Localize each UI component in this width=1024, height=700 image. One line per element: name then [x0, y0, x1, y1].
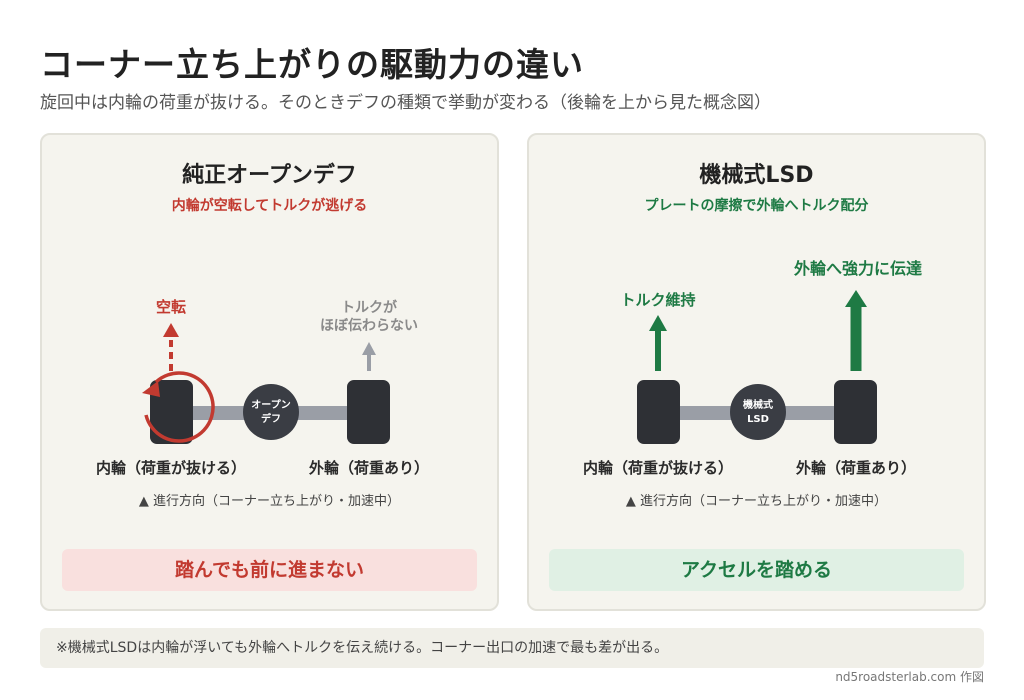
open-diff-title: 純正オープンデフ — [182, 163, 357, 188]
lsd-outer-wheel — [834, 380, 877, 444]
open-inner-wheel-label: 内輪（荷重が抜ける） — [95, 459, 246, 477]
weak-torque-arrow-icon — [362, 342, 376, 355]
spin-label: 空転 — [155, 298, 186, 316]
open-outer-wheel — [347, 380, 390, 444]
outer-torque-label: 外輪へ強力に伝達 — [793, 259, 922, 278]
weak-torque-label-2: ほぼ伝わらない — [320, 318, 418, 334]
open-diff-label-2: デフ — [261, 412, 281, 425]
weak-torque-label-1: トルクが — [341, 300, 397, 316]
lsd-subtitle: プレートの摩擦で外輪へトルク配分 — [644, 198, 869, 214]
lsd-diagram: 機械式 LSD — [637, 290, 877, 444]
open-diff-subtitle: 内輪が空転してトルクが逃げる — [171, 198, 368, 214]
inner-torque-label: トルク維持 — [620, 291, 696, 309]
lsd-label-2: LSD — [747, 414, 769, 425]
footnote: ※機械式LSDは内輪が浮いても外輪へトルクを伝え続ける。コーナー出口の加速で最も… — [40, 628, 984, 668]
outer-torque-arrow-icon — [845, 290, 867, 307]
lsd-label-1: 機械式 — [743, 398, 773, 411]
spin-arrowhead-icon — [142, 381, 160, 397]
lsd-direction-label: ▲ 進行方向（コーナー立ち上がり・加速中） — [625, 494, 888, 509]
lsd-unit — [730, 384, 786, 440]
inner-torque-arrow-icon — [649, 315, 667, 331]
open-diff-diagram: オープン デフ — [142, 323, 390, 444]
open-diff-label-1: オープン — [251, 398, 290, 411]
lsd-banner: アクセルを踏める — [549, 549, 964, 591]
open-inner-wheel — [150, 380, 193, 444]
spin-arc-icon — [144, 371, 215, 443]
lsd-panel: 機械式LSD プレートの摩擦で外輪へトルク配分 機械式 LSD トルク維持 外輪… — [527, 133, 986, 611]
credit: nd5roadsterlab.com 作図 — [835, 670, 984, 684]
open-direction-label: ▲ 進行方向（コーナー立ち上がり・加速中） — [138, 494, 401, 509]
open-outer-wheel-label: 外輪（荷重あり） — [308, 459, 429, 477]
lsd-outer-wheel-label: 外輪（荷重あり） — [795, 459, 916, 477]
lsd-title: 機械式LSD — [699, 163, 814, 188]
open-diff-unit — [243, 384, 299, 440]
page-title: コーナー立ち上がりの駆動力の違い — [40, 45, 584, 84]
lsd-inner-wheel — [637, 380, 680, 444]
page-subtitle: 旋回中は内輪の荷重が抜ける。そのときデフの種類で挙動が変わる（後輪を上から見た概… — [40, 93, 771, 113]
lsd-inner-wheel-label: 内輪（荷重が抜ける） — [582, 459, 733, 477]
open-diff-banner: 踏んでも前に進まない — [62, 549, 477, 591]
open-diff-panel: 純正オープンデフ 内輪が空転してトルクが逃げる オープン デフ 空転 トルクが … — [40, 133, 499, 611]
spin-arrow-icon — [163, 323, 179, 337]
